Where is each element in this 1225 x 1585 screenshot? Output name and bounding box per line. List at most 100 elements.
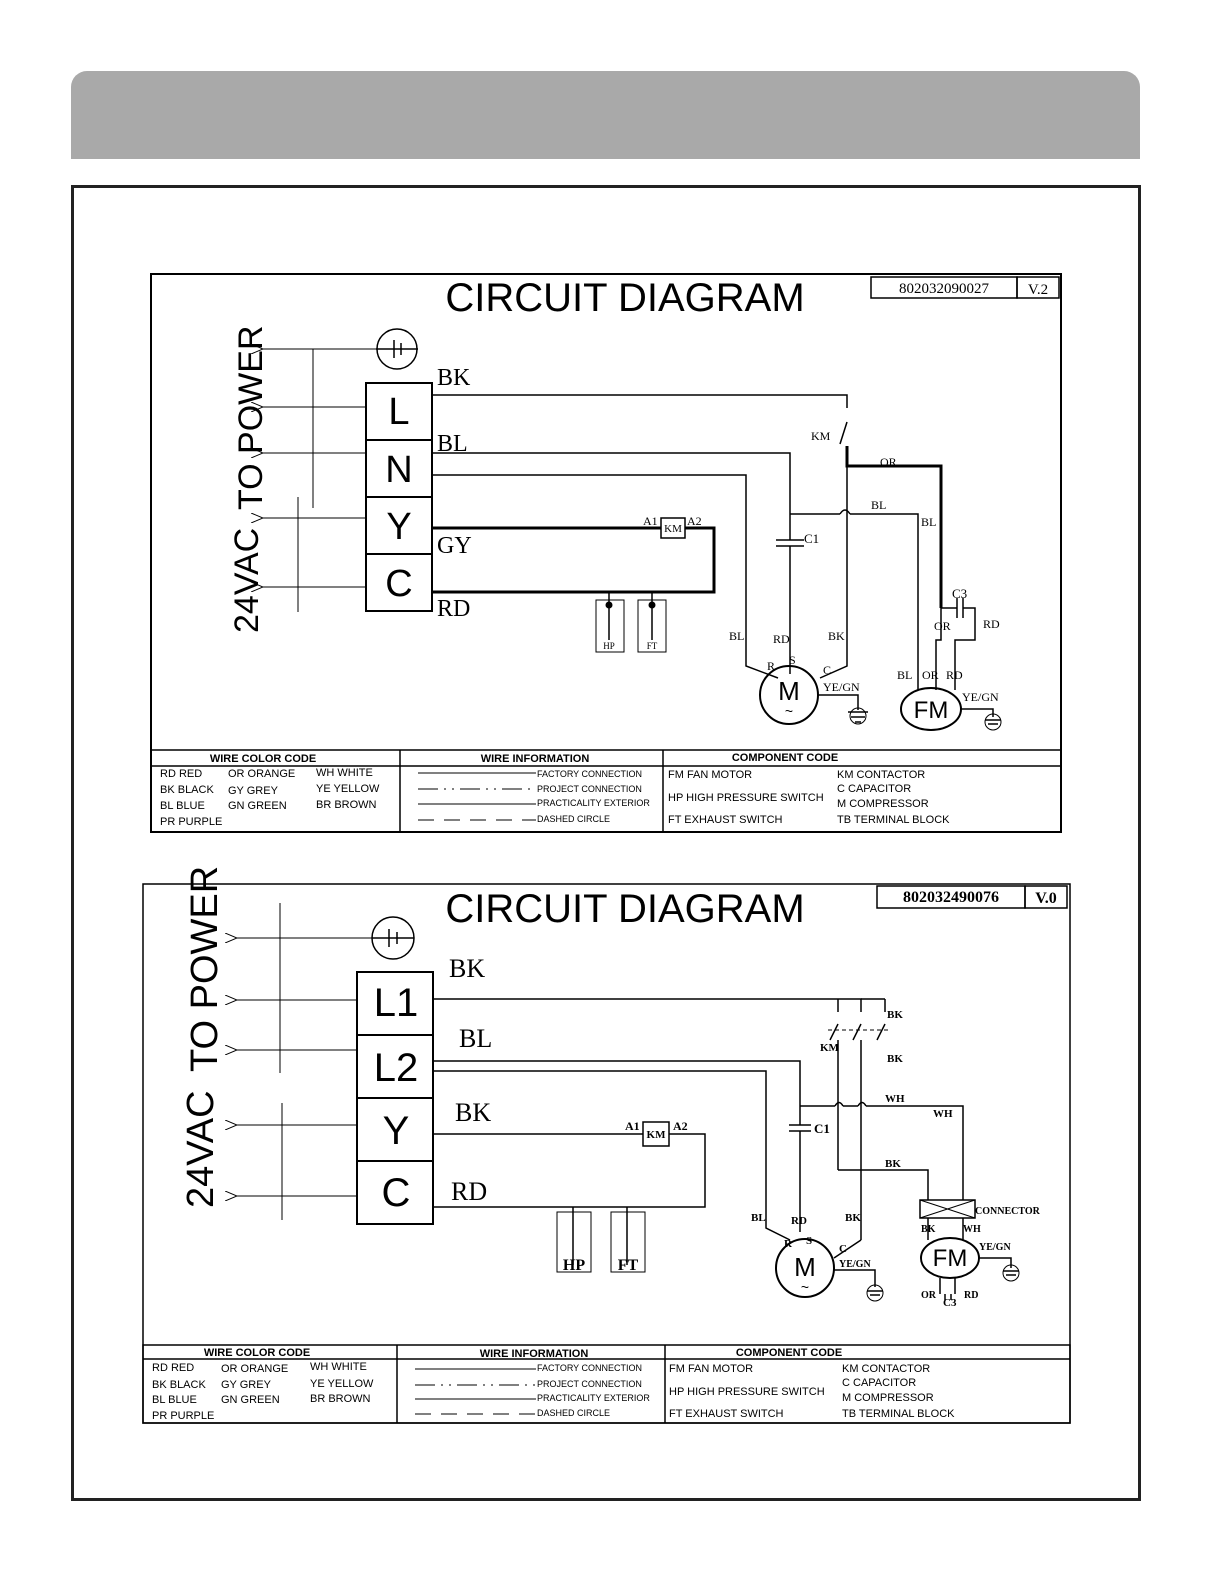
legend-item: DASHED CIRCLE [537, 1408, 610, 1418]
legend-item: WH WHITE [310, 1361, 367, 1373]
terminal-label: C [385, 563, 412, 605]
legend-item: DASHED CIRCLE [537, 814, 610, 824]
legend-item: HP HIGH PRESSURE SWITCH [668, 792, 824, 804]
legend-item: YE YELLOW [310, 1378, 374, 1390]
part-number: 802032490076 [903, 889, 999, 906]
wire-label: BK [455, 1098, 491, 1127]
legend-item: M COMPRESSOR [837, 798, 929, 810]
fan-motor-label: FM [933, 1245, 968, 1272]
coil-a1-label: A1 [625, 1119, 640, 1133]
legend-item: BK BLACK [152, 1379, 206, 1391]
circuit-diagram-1 [150, 273, 1062, 833]
motor-terminal-label: S [789, 653, 796, 667]
wire-label: BK [887, 1053, 903, 1065]
part-number: 802032090027 [899, 281, 990, 297]
capacitor-c3-label: C3 [952, 586, 967, 601]
hp-label: HP [603, 641, 615, 651]
motor-terminal-label: S [806, 1235, 812, 1247]
version-box [1016, 276, 1060, 299]
contactor-label: KM [820, 1042, 840, 1054]
diagram-1-border [150, 273, 1062, 833]
connector [919, 1199, 976, 1219]
capacitor-c1-label: C1 [804, 531, 819, 546]
ground-label: YE/GN [962, 690, 999, 704]
wire-label: BK [887, 1009, 903, 1021]
wire-label: RD [437, 596, 470, 622]
side-label-power: TO POWER [232, 326, 270, 511]
coil-label: KM [647, 1129, 667, 1141]
legend-item: WH WHITE [316, 767, 373, 779]
diagram-title: CIRCUIT DIAGRAM [445, 887, 804, 931]
wire-label: BL [921, 515, 936, 529]
wire-label: OR [934, 619, 951, 633]
legend-item: PRACTICALITY EXTERIOR [537, 798, 650, 808]
circuit-diagram-2 [142, 883, 1071, 1424]
wire-label: OR [880, 455, 897, 469]
diagram-1-text: CIRCUIT DIAGRAM 802032090027 V.2 TO POWE… [160, 276, 1048, 828]
motor-terminal-label: C [823, 663, 831, 677]
capacitor-c1-label: C1 [814, 1121, 830, 1136]
wire-label: RD [946, 668, 963, 682]
ft-switch [637, 599, 667, 653]
wire-label: BK [828, 629, 845, 643]
wire-label: RD [964, 1290, 978, 1301]
legend-item: TB TERMINAL BLOCK [837, 814, 950, 826]
legend-header: COMPONENT CODE [736, 1347, 842, 1359]
compressor-motor [775, 1238, 835, 1298]
legend-item: PROJECT CONNECTION [537, 1379, 642, 1389]
legend-item: KM CONTACTOR [837, 769, 925, 781]
legend-header: WIRE COLOR CODE [204, 1347, 310, 1359]
legend-item: RD RED [160, 768, 202, 780]
wire-label: WH [885, 1093, 905, 1105]
side-label-power: TO POWER [184, 866, 226, 1072]
terminal-label: Y [383, 1109, 410, 1153]
legend-item: OR ORANGE [228, 768, 295, 780]
hp-switch [556, 1211, 592, 1273]
compressor-sub-label: ~ [801, 1279, 809, 1295]
motor-terminal-label: C [839, 1243, 847, 1255]
legend-item: C CAPACITOR [842, 1377, 916, 1389]
header-band [71, 71, 1140, 159]
contactor-label: KM [811, 429, 831, 443]
legend-item: FACTORY CONNECTION [537, 1363, 642, 1373]
wire-label: RD [451, 1177, 487, 1206]
legend-item: GN GREEN [221, 1394, 280, 1406]
wire-label: OR [921, 1290, 937, 1301]
legend-table-2 [142, 1344, 1071, 1424]
legend-item: FT EXHAUST SWITCH [669, 1408, 784, 1420]
terminal-label: L1 [374, 981, 419, 1025]
legend-item: YE YELLOW [316, 783, 380, 795]
terminal-label: L2 [374, 1046, 419, 1090]
wire-label: BK [437, 365, 471, 391]
wire-label: BL [751, 1212, 766, 1224]
contactor-switch [839, 421, 848, 445]
capacitor-c3-label: C3 [943, 1297, 957, 1309]
wire-label: GY [437, 533, 472, 559]
version: V.2 [1028, 282, 1048, 298]
ft-label: FT [618, 1257, 639, 1274]
legend-item: PR PURPLE [152, 1410, 214, 1422]
hp-label: HP [563, 1257, 585, 1274]
legend-item: HP HIGH PRESSURE SWITCH [669, 1386, 825, 1398]
legend-item: TB TERMINAL BLOCK [842, 1408, 955, 1420]
connector-label: CONNECTOR [975, 1206, 1041, 1217]
compressor-label: M [778, 676, 800, 706]
side-label-24vac: 24VAC [228, 528, 266, 633]
wire-label: RD [983, 617, 1000, 631]
legend-item: GY GREY [221, 1379, 272, 1391]
coil-label: KM [664, 523, 682, 535]
legend-item: FACTORY CONNECTION [537, 769, 642, 779]
wire-label: BL [437, 431, 468, 457]
side-label-24vac: 24VAC [180, 1090, 222, 1208]
legend-item: M COMPRESSOR [842, 1392, 934, 1404]
terminal-label: N [385, 449, 412, 491]
terminal-label: L [388, 391, 409, 433]
legend-item: C CAPACITOR [837, 783, 911, 795]
legend-item: FM FAN MOTOR [668, 769, 752, 781]
legend-item: RD RED [152, 1362, 194, 1374]
wire-label: BL [871, 498, 886, 512]
legend-header: WIRE INFORMATION [481, 753, 590, 765]
legend-item: FT EXHAUST SWITCH [668, 814, 783, 826]
wire-label: WH [963, 1224, 981, 1235]
wire-label: WH [933, 1108, 953, 1120]
